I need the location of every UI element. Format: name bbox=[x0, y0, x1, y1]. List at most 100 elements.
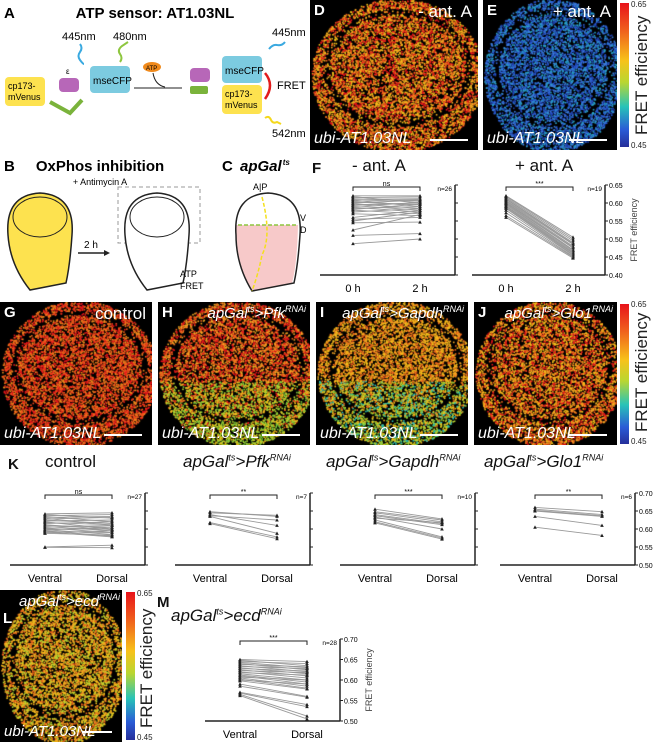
data-point bbox=[305, 661, 309, 666]
text: apGal bbox=[207, 305, 248, 322]
text: apGal bbox=[171, 606, 217, 625]
x-tick-label: Dorsal bbox=[586, 573, 618, 585]
pair-line bbox=[209, 515, 278, 521]
venus-label: mVenus bbox=[8, 92, 41, 102]
x-tick-label: Dorsal bbox=[96, 573, 128, 585]
pair-line bbox=[44, 526, 113, 531]
y-tick-label: 0.65 bbox=[344, 658, 358, 665]
data-point bbox=[600, 509, 604, 514]
data-point bbox=[418, 200, 422, 204]
pair-line bbox=[239, 659, 308, 662]
cfp-label: mseCFP bbox=[93, 76, 132, 87]
panel-letter: M bbox=[157, 594, 170, 611]
pair-line bbox=[239, 695, 308, 720]
pair-line bbox=[505, 208, 574, 255]
pair-line bbox=[352, 201, 421, 208]
pair-line bbox=[352, 203, 421, 210]
data-point bbox=[238, 684, 242, 688]
pair-line bbox=[534, 506, 603, 513]
panel-title: apGalts bbox=[240, 158, 290, 175]
superscript: ts bbox=[283, 158, 291, 167]
pair-line bbox=[505, 195, 574, 238]
data-point bbox=[351, 241, 355, 246]
pair-line bbox=[239, 692, 308, 708]
colorbar-max: 0.65 bbox=[631, 300, 647, 309]
x-tick-label: Ventral bbox=[193, 573, 227, 585]
data-point bbox=[571, 235, 575, 239]
emission-label: 480nm bbox=[113, 31, 147, 43]
pair-line bbox=[44, 524, 113, 528]
data-point bbox=[238, 679, 242, 683]
x-tick-label: 2 h bbox=[412, 283, 427, 295]
data-point bbox=[571, 256, 575, 260]
pair-line bbox=[239, 673, 308, 681]
x-tick-label: 0 h bbox=[498, 283, 513, 295]
chart-title: apGalts>PfkRNAi bbox=[183, 452, 291, 472]
pair-line bbox=[239, 680, 308, 690]
scale-bar bbox=[569, 434, 607, 436]
panel-subtitle: + Antimycin A bbox=[73, 177, 127, 187]
superscript: RNAi bbox=[98, 592, 120, 602]
data-point bbox=[373, 511, 377, 515]
data-point bbox=[351, 215, 355, 219]
image-panel-g: G control ubi-AT1.03NL bbox=[0, 302, 152, 445]
scale-bar bbox=[262, 434, 300, 436]
panel-a-diagram: A ATP sensor: AT1.03NL 445nm 480nm cp173… bbox=[4, 5, 306, 140]
epsilon-subunit-bound bbox=[190, 68, 210, 82]
chart-title: + ant. A bbox=[515, 156, 574, 175]
panel-letter: J bbox=[478, 304, 487, 321]
text: apGal bbox=[240, 158, 283, 175]
data-point bbox=[440, 522, 444, 527]
pair-line bbox=[505, 209, 574, 256]
helix-shape bbox=[49, 98, 84, 116]
pair-line bbox=[505, 215, 574, 258]
superscript: ts bbox=[544, 304, 552, 314]
data-point bbox=[305, 673, 309, 677]
pair-line bbox=[209, 523, 278, 540]
colorbar-max: 0.65 bbox=[137, 589, 153, 598]
x-tick-label: Dorsal bbox=[291, 729, 323, 741]
venus-box bbox=[5, 77, 45, 106]
data-point bbox=[351, 217, 355, 221]
panel-letter: I bbox=[320, 304, 325, 321]
data-point bbox=[110, 535, 114, 539]
superscript: RNAi bbox=[439, 452, 461, 463]
colorbar-label: FRET efficiency bbox=[632, 312, 651, 432]
venus-label: mVenus bbox=[225, 100, 258, 110]
cfp-box bbox=[90, 66, 130, 93]
helix-bound bbox=[190, 86, 208, 94]
pair-line bbox=[44, 544, 113, 548]
genotype-label: ubi-AT1.03NL bbox=[4, 425, 102, 442]
colorbar bbox=[620, 304, 629, 444]
superscript: ts bbox=[216, 606, 224, 617]
text: >ecd bbox=[66, 593, 99, 610]
data-point bbox=[504, 213, 508, 218]
pair-line bbox=[44, 517, 113, 520]
data-point bbox=[351, 233, 355, 237]
data-point bbox=[351, 221, 355, 225]
atp-label: ATP bbox=[146, 66, 157, 72]
superscript: ts bbox=[382, 304, 390, 314]
n-label: n=10 bbox=[457, 494, 472, 501]
superscript: RNAi bbox=[582, 452, 604, 463]
ap-label: A|P bbox=[253, 182, 267, 192]
y-tick-label: 0.60 bbox=[344, 678, 358, 685]
wave-icon bbox=[117, 41, 129, 63]
y-tick-label: 0.50 bbox=[639, 563, 653, 570]
pair-line bbox=[209, 522, 278, 538]
panel-letter: A bbox=[4, 5, 15, 22]
data-point bbox=[110, 543, 114, 547]
data-point bbox=[275, 523, 279, 527]
text: >Gapdh bbox=[378, 452, 440, 471]
colorbar-max: 0.65 bbox=[631, 0, 647, 9]
data-point bbox=[418, 208, 422, 212]
wave-icon bbox=[268, 41, 286, 50]
x-tick-label: Dorsal bbox=[426, 573, 458, 585]
epsilon-label: ε bbox=[66, 67, 70, 76]
panel-letter: B bbox=[4, 158, 15, 175]
chart-title: - ant. A bbox=[352, 156, 406, 175]
condition-label: apGalts>ecdRNAi bbox=[19, 592, 120, 610]
text: apGal bbox=[342, 305, 383, 322]
data-point bbox=[351, 210, 355, 214]
